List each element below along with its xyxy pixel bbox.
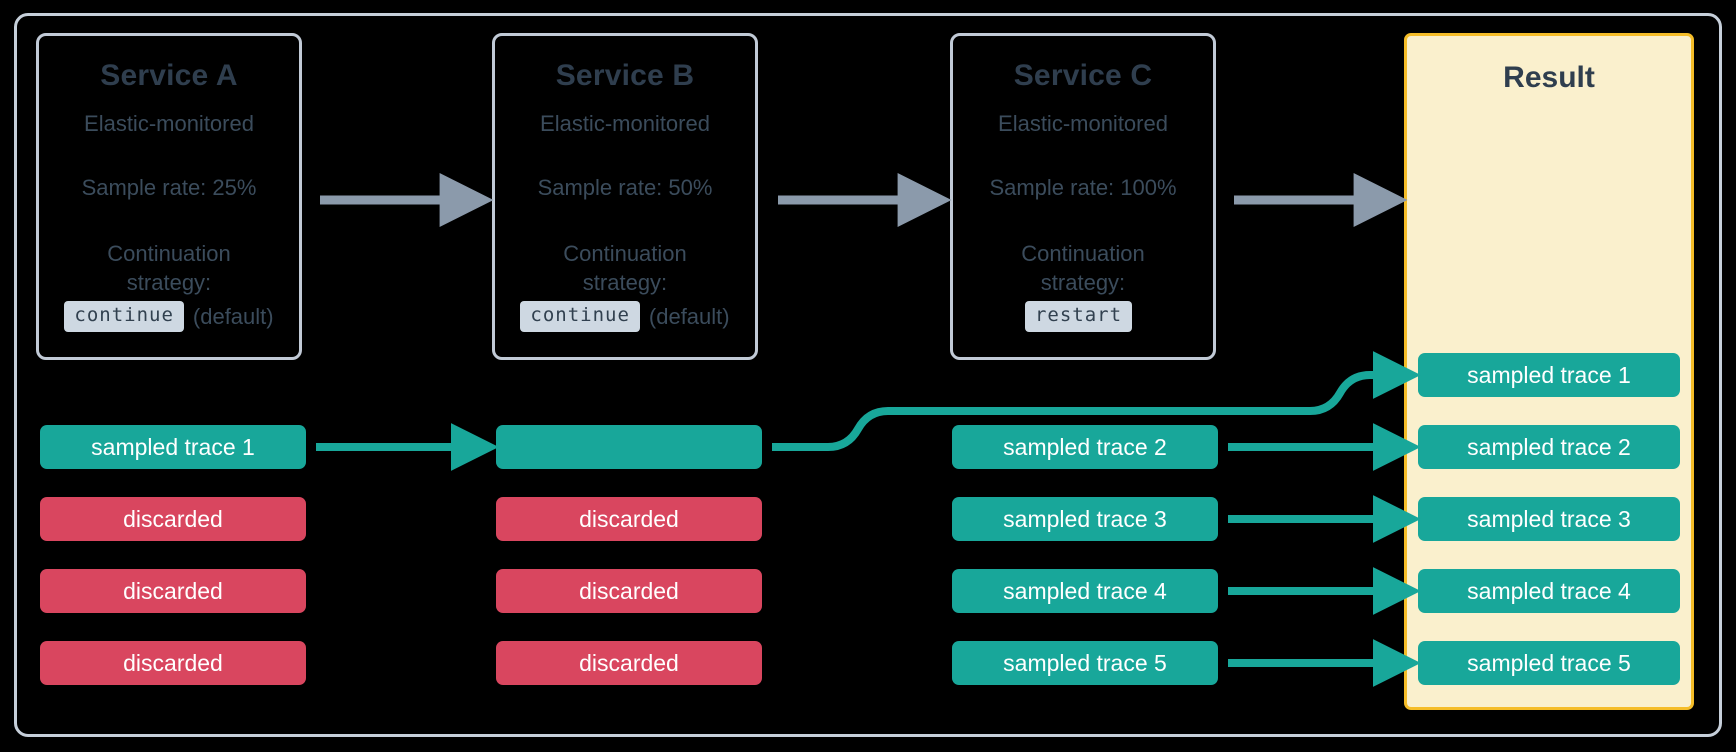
trace-chip-a-4: discarded	[40, 641, 306, 685]
service-b-subtitle: Elastic-monitored	[540, 110, 710, 136]
trace-chip-b-4: discarded	[496, 641, 762, 685]
service-b-strategy-row: continue (default)	[495, 301, 755, 333]
trace-chip-result-5: sampled trace 5	[1418, 641, 1680, 685]
trace-chip-result-4: sampled trace 4	[1418, 569, 1680, 613]
service-a-strategy-row: continue (default)	[39, 301, 299, 333]
result-title: Result	[1503, 61, 1595, 94]
trace-chip-b-3: discarded	[496, 569, 762, 613]
service-box-a: Service A Elastic-monitored Sample rate:…	[36, 33, 302, 360]
service-a-subtitle: Elastic-monitored	[84, 110, 254, 136]
diagram-outer-frame	[14, 13, 1722, 737]
trace-chip-c-4: sampled trace 5	[952, 641, 1218, 685]
trace-chip-c-3: sampled trace 4	[952, 569, 1218, 613]
service-box-b: Service B Elastic-monitored Sample rate:…	[492, 33, 758, 360]
trace-chip-result-1: sampled trace 1	[1418, 353, 1680, 397]
trace-chip-c-2: sampled trace 3	[952, 497, 1218, 541]
trace-chip-result-3: sampled trace 3	[1418, 497, 1680, 541]
trace-chip-a-1: sampled trace 1	[40, 425, 306, 469]
trace-chip-a-2: discarded	[40, 497, 306, 541]
service-a-sample-rate: Sample rate: 25%	[81, 174, 257, 200]
service-box-c: Service C Elastic-monitored Sample rate:…	[950, 33, 1216, 360]
service-b-sample-rate: Sample rate: 50%	[537, 174, 713, 200]
trace-chip-b-2: discarded	[496, 497, 762, 541]
service-a-strategy-value: continue	[64, 301, 184, 333]
service-c-subtitle: Elastic-monitored	[998, 110, 1168, 136]
service-a-title: Service A	[100, 59, 238, 92]
trace-chip-result-2: sampled trace 2	[1418, 425, 1680, 469]
service-c-strategy-value: restart	[1024, 301, 1133, 333]
service-b-strategy-value: continue	[520, 301, 640, 333]
trace-chip-c-1: sampled trace 2	[952, 425, 1218, 469]
service-c-strategy-row: restart	[953, 301, 1213, 333]
service-a-strategy-note: (default)	[192, 303, 274, 329]
service-c-title: Service C	[1013, 59, 1153, 92]
service-b-title: Service B	[555, 59, 695, 92]
service-b-strategy-note: (default)	[648, 303, 730, 329]
service-c-sample-rate: Sample rate: 100%	[989, 174, 1177, 200]
trace-chip-a-3: discarded	[40, 569, 306, 613]
trace-chip-b-1	[496, 425, 762, 469]
